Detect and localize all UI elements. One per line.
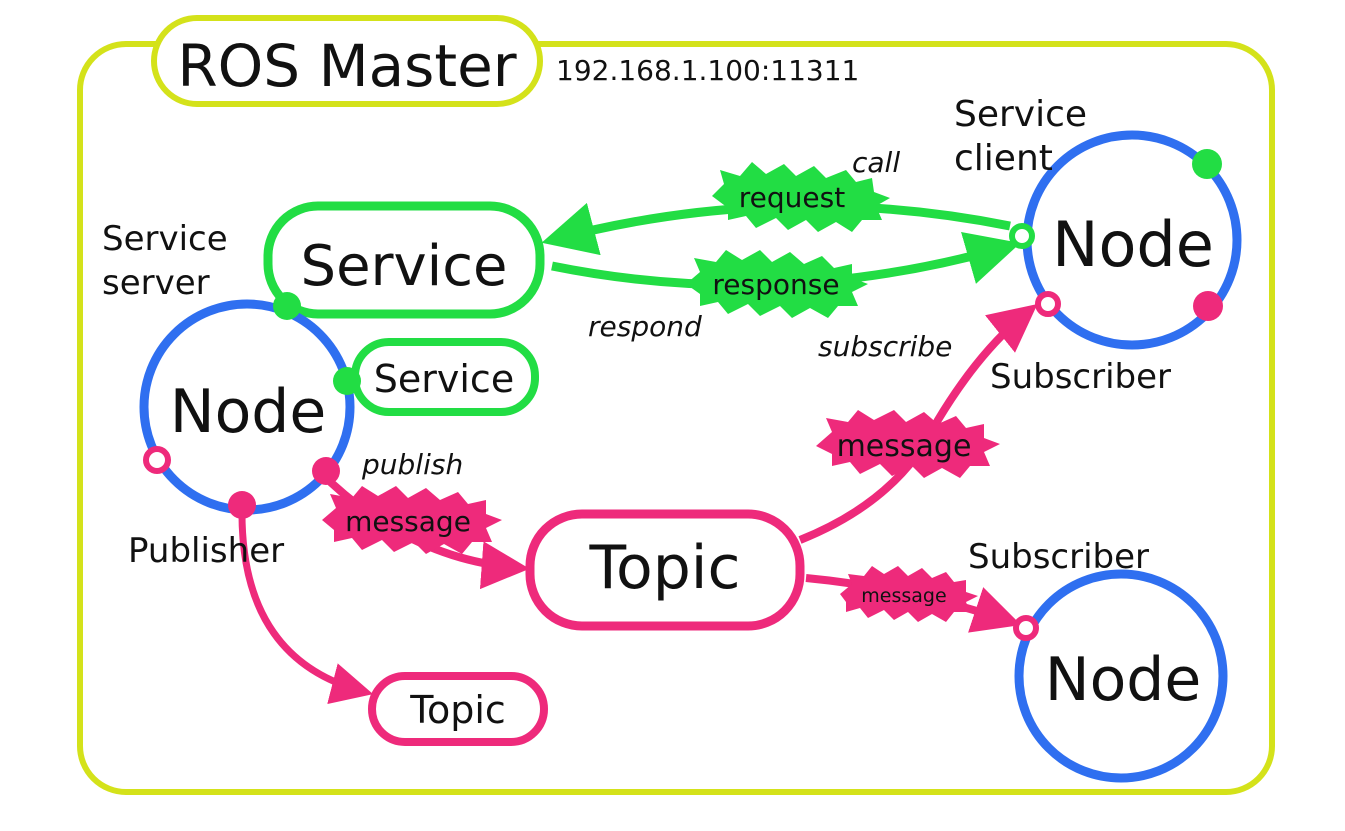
client-service-port-dot (1192, 149, 1222, 179)
service-small-label: Service (374, 357, 514, 401)
ros-master-frame (77, 41, 1275, 795)
response-badge-label: response (712, 268, 839, 301)
subscribe-label: subscribe (818, 330, 952, 363)
subscriber-port-ring (1013, 615, 1039, 641)
server-publisher-port-dot (228, 491, 256, 519)
subscriber-top-label: Subscriber (990, 357, 1171, 397)
call-label: call (852, 146, 900, 179)
server-service-port-dot (273, 292, 301, 320)
message-subscribe-badge-label: message (837, 429, 972, 464)
server-subscriber-port-ring (143, 446, 171, 474)
subscriber-node-circle (1014, 569, 1228, 783)
service-main-box (263, 201, 545, 319)
message-bottom-badge-label: message (861, 585, 946, 607)
service-client-label-line2: client (954, 138, 1053, 179)
respond-label: respond (588, 310, 702, 343)
message-publish-badge: message (322, 486, 502, 554)
service-main-label: Service (301, 234, 508, 299)
ros-master-title: ROS Master (177, 32, 516, 100)
message-bottom-badge: message (840, 566, 978, 622)
message-subscribe-badge: message (816, 410, 1000, 478)
service-server-label-line2: server (102, 263, 210, 303)
publish-label: publish (361, 448, 463, 481)
server-service-small-port-dot (333, 367, 361, 395)
client-node-label: Node (1052, 208, 1214, 281)
publisher-label: Publisher (128, 531, 284, 571)
publisher-to-topic-arrow (238, 507, 374, 704)
request-badge: request (712, 162, 890, 232)
client-service-port-ring (1009, 223, 1035, 249)
ros-master-address: 192.168.1.100:11311 (556, 54, 859, 87)
service-server-label-line1: Service (102, 219, 228, 259)
topic-small-box (368, 672, 548, 746)
request-badge-label: request (739, 181, 845, 214)
message-publish-badge-label: message (345, 505, 471, 538)
topic-main-box (525, 509, 805, 631)
server-node-label: Node (170, 377, 327, 447)
subscriber-node-label: Node (1045, 645, 1202, 715)
client-publisher-port-dot (1193, 291, 1223, 321)
subscribe-arrow (798, 304, 1038, 544)
subscriber-bottom-label: Subscriber (968, 537, 1149, 577)
response-badge: response (686, 250, 868, 318)
topic-small-label: Topic (409, 688, 506, 732)
ros-master-title-pill (151, 15, 543, 107)
service-client-label-line1: Service (954, 94, 1087, 135)
client-subscriber-port-ring (1035, 291, 1061, 317)
server-publish-port-dot (312, 457, 340, 485)
topic-main-label: Topic (589, 533, 741, 603)
